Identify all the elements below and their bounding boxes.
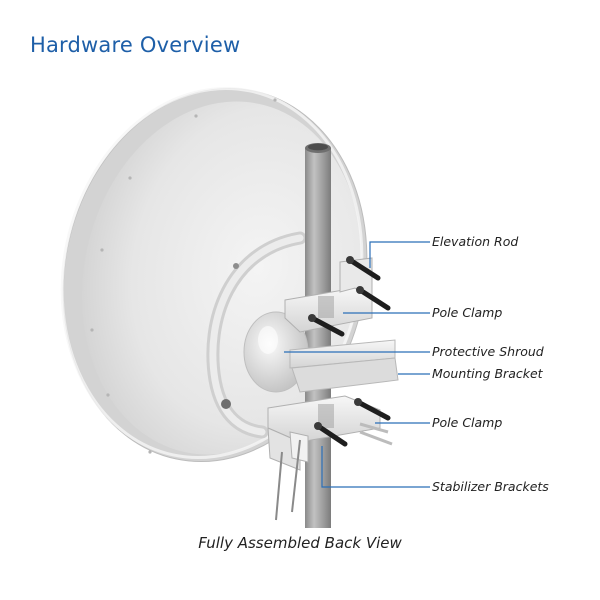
clamp-bolts (309, 257, 391, 447)
label-pole-clamp-lower: Pole Clamp (432, 415, 503, 430)
figure-caption: Fully Assembled Back View (198, 534, 402, 552)
label-protective-shroud: Protective Shroud (432, 344, 544, 359)
label-pole-clamp-upper: Pole Clamp (432, 305, 503, 320)
protective-shroud (243, 311, 309, 393)
callout-lines (284, 241, 430, 488)
label-stabilizer-brackets: Stabilizer Brackets (432, 479, 549, 494)
mounting-bracket (289, 339, 399, 393)
label-elevation-rod: Elevation Rod (432, 234, 519, 249)
lower-pole-clamp (267, 395, 381, 443)
stabilizer-brackets (267, 422, 393, 521)
label-mounting-bracket: Mounting Bracket (432, 366, 543, 381)
mounting-ring (206, 231, 307, 439)
mounting-pole (305, 143, 331, 528)
page-title: Hardware Overview (30, 33, 241, 57)
